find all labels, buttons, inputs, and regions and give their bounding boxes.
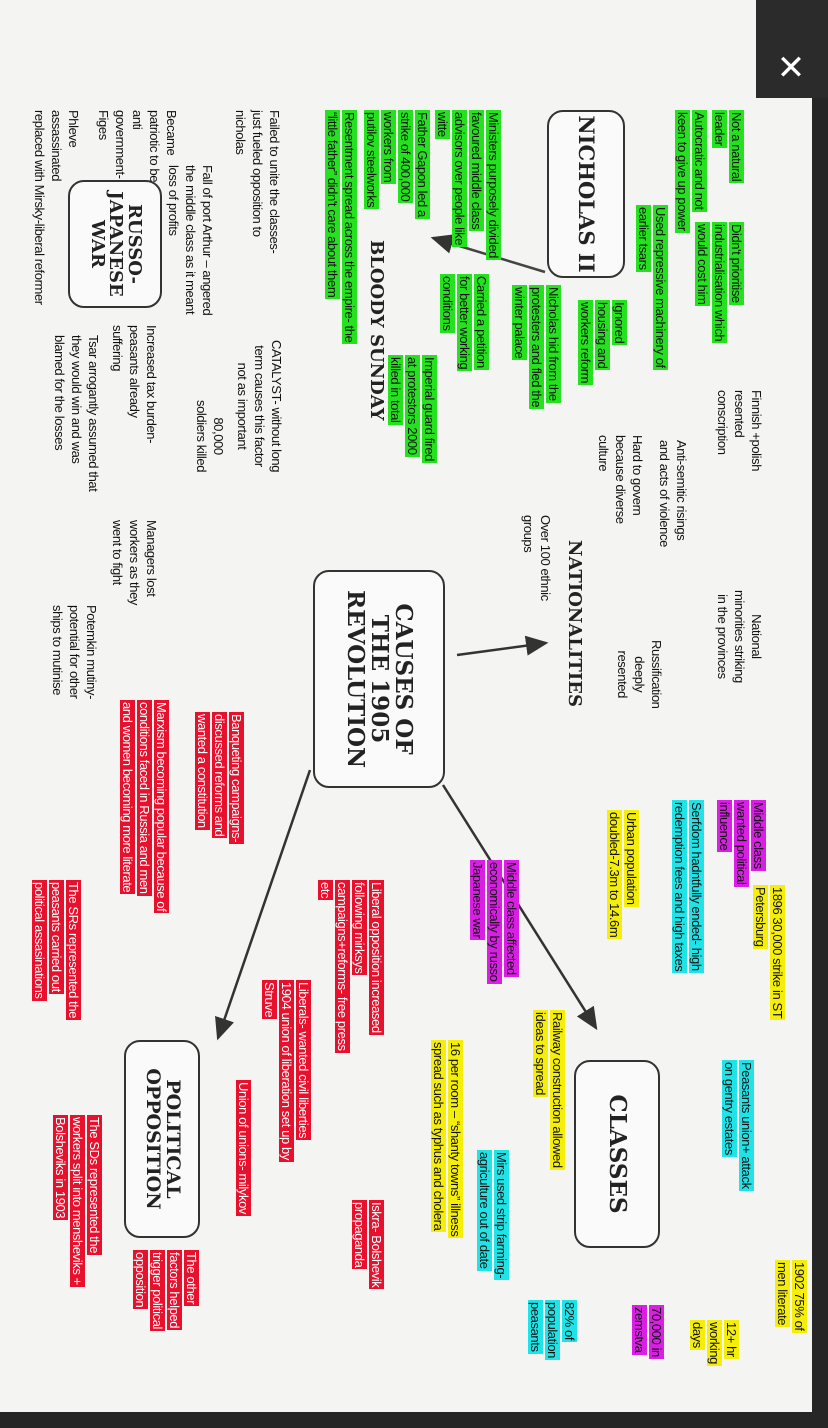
note: Autocratic and not keen to give up power [674,110,708,233]
causes-of-1905-revolution-node: CAUSES OF THE 1905 REVOLUTION [313,570,445,788]
note-text: 70,000 in zemstva [632,1305,664,1359]
note: Failed to unite the classes- just fueled… [233,110,282,254]
note-text: Not a natural leader [712,110,744,184]
note-text: Peasants union+ attack on gentry estates [722,1060,754,1191]
note: Carried a petition for better working co… [439,274,490,372]
note: Middle class affected economically by ru… [469,860,520,984]
note: 12+ hr working days [689,1320,740,1366]
node-title: NICHOLAS II [574,115,600,273]
note-text: 12+ hr working days [690,1320,739,1366]
note: The SRs represented the peasants carried… [31,880,82,1021]
note: Railway construction allowed ideas to sp… [532,1010,566,1170]
note-text: Banqueting campaigns- discussed reforms … [195,712,244,845]
note-text: The other factors helped trigger politic… [133,1250,199,1332]
note-text: 16 per room – “shanty towns” illness spr… [431,1040,463,1239]
note-text: Autocratic and not keen to give up power [675,110,707,233]
note: Potemkin mutiny- potential for other shi… [50,605,99,700]
note: Didn't prioritise industrialisation whic… [694,222,745,344]
note: 1896 30,000 strike in ST Petersburg [752,885,786,1021]
note-text: Imperial guard fired at protestors 2000 … [388,355,437,463]
note: 80,000 soldiers killed [194,400,226,473]
note: Father Gapon led a strike of 400,000 wor… [363,110,431,219]
note: Used repressive machinery of earlier tsa… [635,205,669,370]
note: Nicholas hid from the protesters and fle… [511,285,562,410]
note: Finnish +polish resented conscription [715,390,764,472]
note: National minorities striking in the prov… [715,590,764,683]
note: Ministers purposely divided favoured mid… [434,110,502,260]
note-text: Father Gapon led a strike of 400,000 wor… [364,110,430,219]
note: The other factors helped trigger politic… [132,1250,200,1332]
node-title: CAUSES OF THE 1905 REVOLUTION [341,589,418,769]
note: Mirs used strip farming- agriculture out… [476,1150,510,1281]
note-text: The SRs represented the peasants carried… [32,880,81,1021]
nicholas-ii-node: NICHOLAS II [547,110,625,278]
note-text: Resentment spread across the empire- the… [325,110,357,345]
note: 16 per room – “shanty towns” illness spr… [430,1040,464,1239]
note: 70,000 in zemstva [631,1305,665,1359]
note: Over 100 ethnic groups [521,515,553,601]
note-text: Didn't prioritise industrialisation whic… [695,222,744,344]
note: Phleve assassinated replaced with Mirsky… [32,110,81,305]
node-title: RUSSO- JAPANESE WAR [86,191,146,297]
note-text: 82% of population peasants [528,1300,577,1360]
node-title: POLITICAL OPPOSITION [142,1068,184,1210]
note-text: Used repressive machinery of earlier tsa… [636,205,668,370]
note: Banqueting campaigns- discussed reforms … [194,712,245,845]
node-title: CLASSES [604,1094,632,1214]
note: Urban population doubled-7.3m to 14.6m [606,810,640,940]
note: Russification deeply resented [615,640,664,709]
note-text: Ministers purposely divided favoured mid… [435,110,501,260]
note: Not a natural leader [711,110,745,184]
note-text: The SDs represented the workers split in… [53,1115,102,1287]
note-text: 1902 75% of men literate [775,1260,807,1333]
note-text: Liberals- wanted civil liberties 1904 un… [262,980,311,1162]
note: Hard to govern because diverse culture [596,435,645,524]
note: Serfdom hadntfully ended- high redemptio… [671,800,705,974]
nationalities-heading: NATIONALITIES [564,540,585,707]
note: Middle class wanted political influence [716,800,767,887]
note-text: 1896 30,000 strike in ST Petersburg [753,885,785,1021]
note-text: Railway construction allowed ideas to sp… [533,1010,565,1170]
note-text: Mirs used strip farming- agriculture out… [477,1150,509,1281]
note-text: Union of unions- milykov [236,1080,251,1217]
note: Union of unions- milykov [235,1080,252,1217]
note: The SDs represented the workers split in… [52,1115,103,1287]
arrow-to-classes [441,784,598,1031]
note: Managers lost workers as they went to fi… [110,520,159,606]
political-opposition-node: POLITICAL OPPOSITION [124,1040,200,1238]
note: Liberal opposition increased following m… [317,880,385,1053]
note: Resentment spread across the empire- the… [324,110,358,345]
note-text: Iskra- Bolshevik propaganda [352,1200,384,1290]
note-text: Serfdom hadntfully ended- high redemptio… [672,800,704,974]
note-text: Middle class affected economically by ru… [470,860,519,984]
note: Liberals- wanted civil liberties 1904 un… [261,980,312,1162]
russo-japanese-war-node: RUSSO- JAPANESE WAR [68,180,162,308]
note: 1902 75% of men literate [774,1260,808,1333]
note-text: Urban population doubled-7.3m to 14.6m [607,810,639,940]
note-text: Liberal opposition increased following m… [318,880,384,1053]
note: Ignored housing and workers reform [577,300,628,386]
note: 82% of population peasants [527,1300,578,1360]
note: Fall of port Arthur – angered the middle… [166,165,215,316]
note: Tsar arrogantly assumed that they would … [52,335,101,492]
arrow-to-political-opposition [215,769,312,1041]
bloody-sunday-heading: BLOODY SUNDAY [366,240,387,421]
note-text: Ignored housing and workers reform [578,300,627,386]
note-text: Carried a petition for better working co… [440,274,489,372]
close-icon[interactable]: ✕ [776,49,806,87]
note-text: Marxism becoming popular because of cond… [120,700,169,914]
note: Anti-semitic risings and acts of violenc… [657,440,689,547]
note: Iskra- Bolshevik propaganda [351,1200,385,1290]
note: Increased tax burden- peasants already s… [110,325,159,444]
catalyst-note: CATALYST- without long term causes this … [235,340,284,473]
classes-node: CLASSES [574,1060,660,1248]
arrow-to-nationalities [456,635,549,657]
note: Imperial guard fired at protestors 2000 … [387,355,438,463]
note-text: Middle class wanted political influence [717,800,766,887]
note-text: Nicholas hid from the protesters and fle… [512,285,561,410]
note: Marxism becoming popular because of cond… [119,700,170,914]
note: Peasants union+ attack on gentry estates [721,1060,755,1191]
note: Became patriotic to be anti government- … [96,110,179,183]
